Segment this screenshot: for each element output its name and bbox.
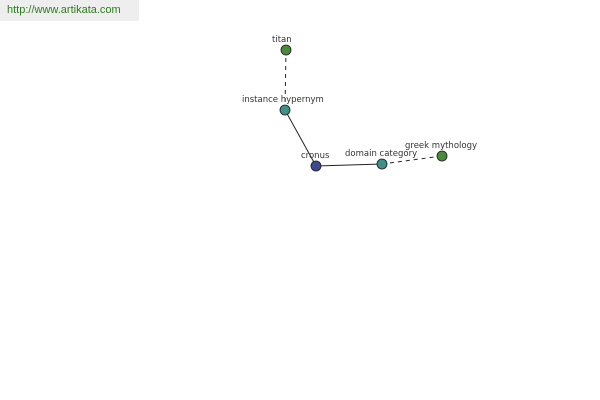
node-label-domain-category[interactable]: domain category (345, 149, 417, 159)
node-greek-mythology[interactable] (436, 150, 448, 162)
edge-instance-hypernym-to-cronus (284, 109, 317, 167)
edge-titan-to-instance-hypernym (284, 49, 287, 111)
node-label-cronus[interactable]: cronus (301, 151, 330, 161)
node-domain-category[interactable] (376, 158, 388, 170)
node-label-instance-hypernym[interactable]: instance hypernym (242, 95, 324, 105)
labels-layer: titan instance hypernym cronus domain categ… (242, 35, 477, 161)
node-label-titan[interactable]: titan (272, 35, 292, 45)
node-label-greek-mythology[interactable]: greek mythology (405, 141, 477, 151)
node-cronus[interactable] (310, 160, 322, 172)
edge-domain-category-to-greek-mythology (381, 155, 443, 165)
node-instance-hypernym[interactable] (279, 104, 291, 116)
edge-cronus-to-domain-category (315, 163, 383, 167)
site-url-link[interactable]: http://www.artikata.com (7, 4, 121, 16)
nodes-layer (279, 44, 448, 172)
url-banner: http://www.artikata.com (0, 0, 139, 21)
node-titan[interactable] (280, 44, 292, 56)
edges-layer (284, 49, 443, 167)
